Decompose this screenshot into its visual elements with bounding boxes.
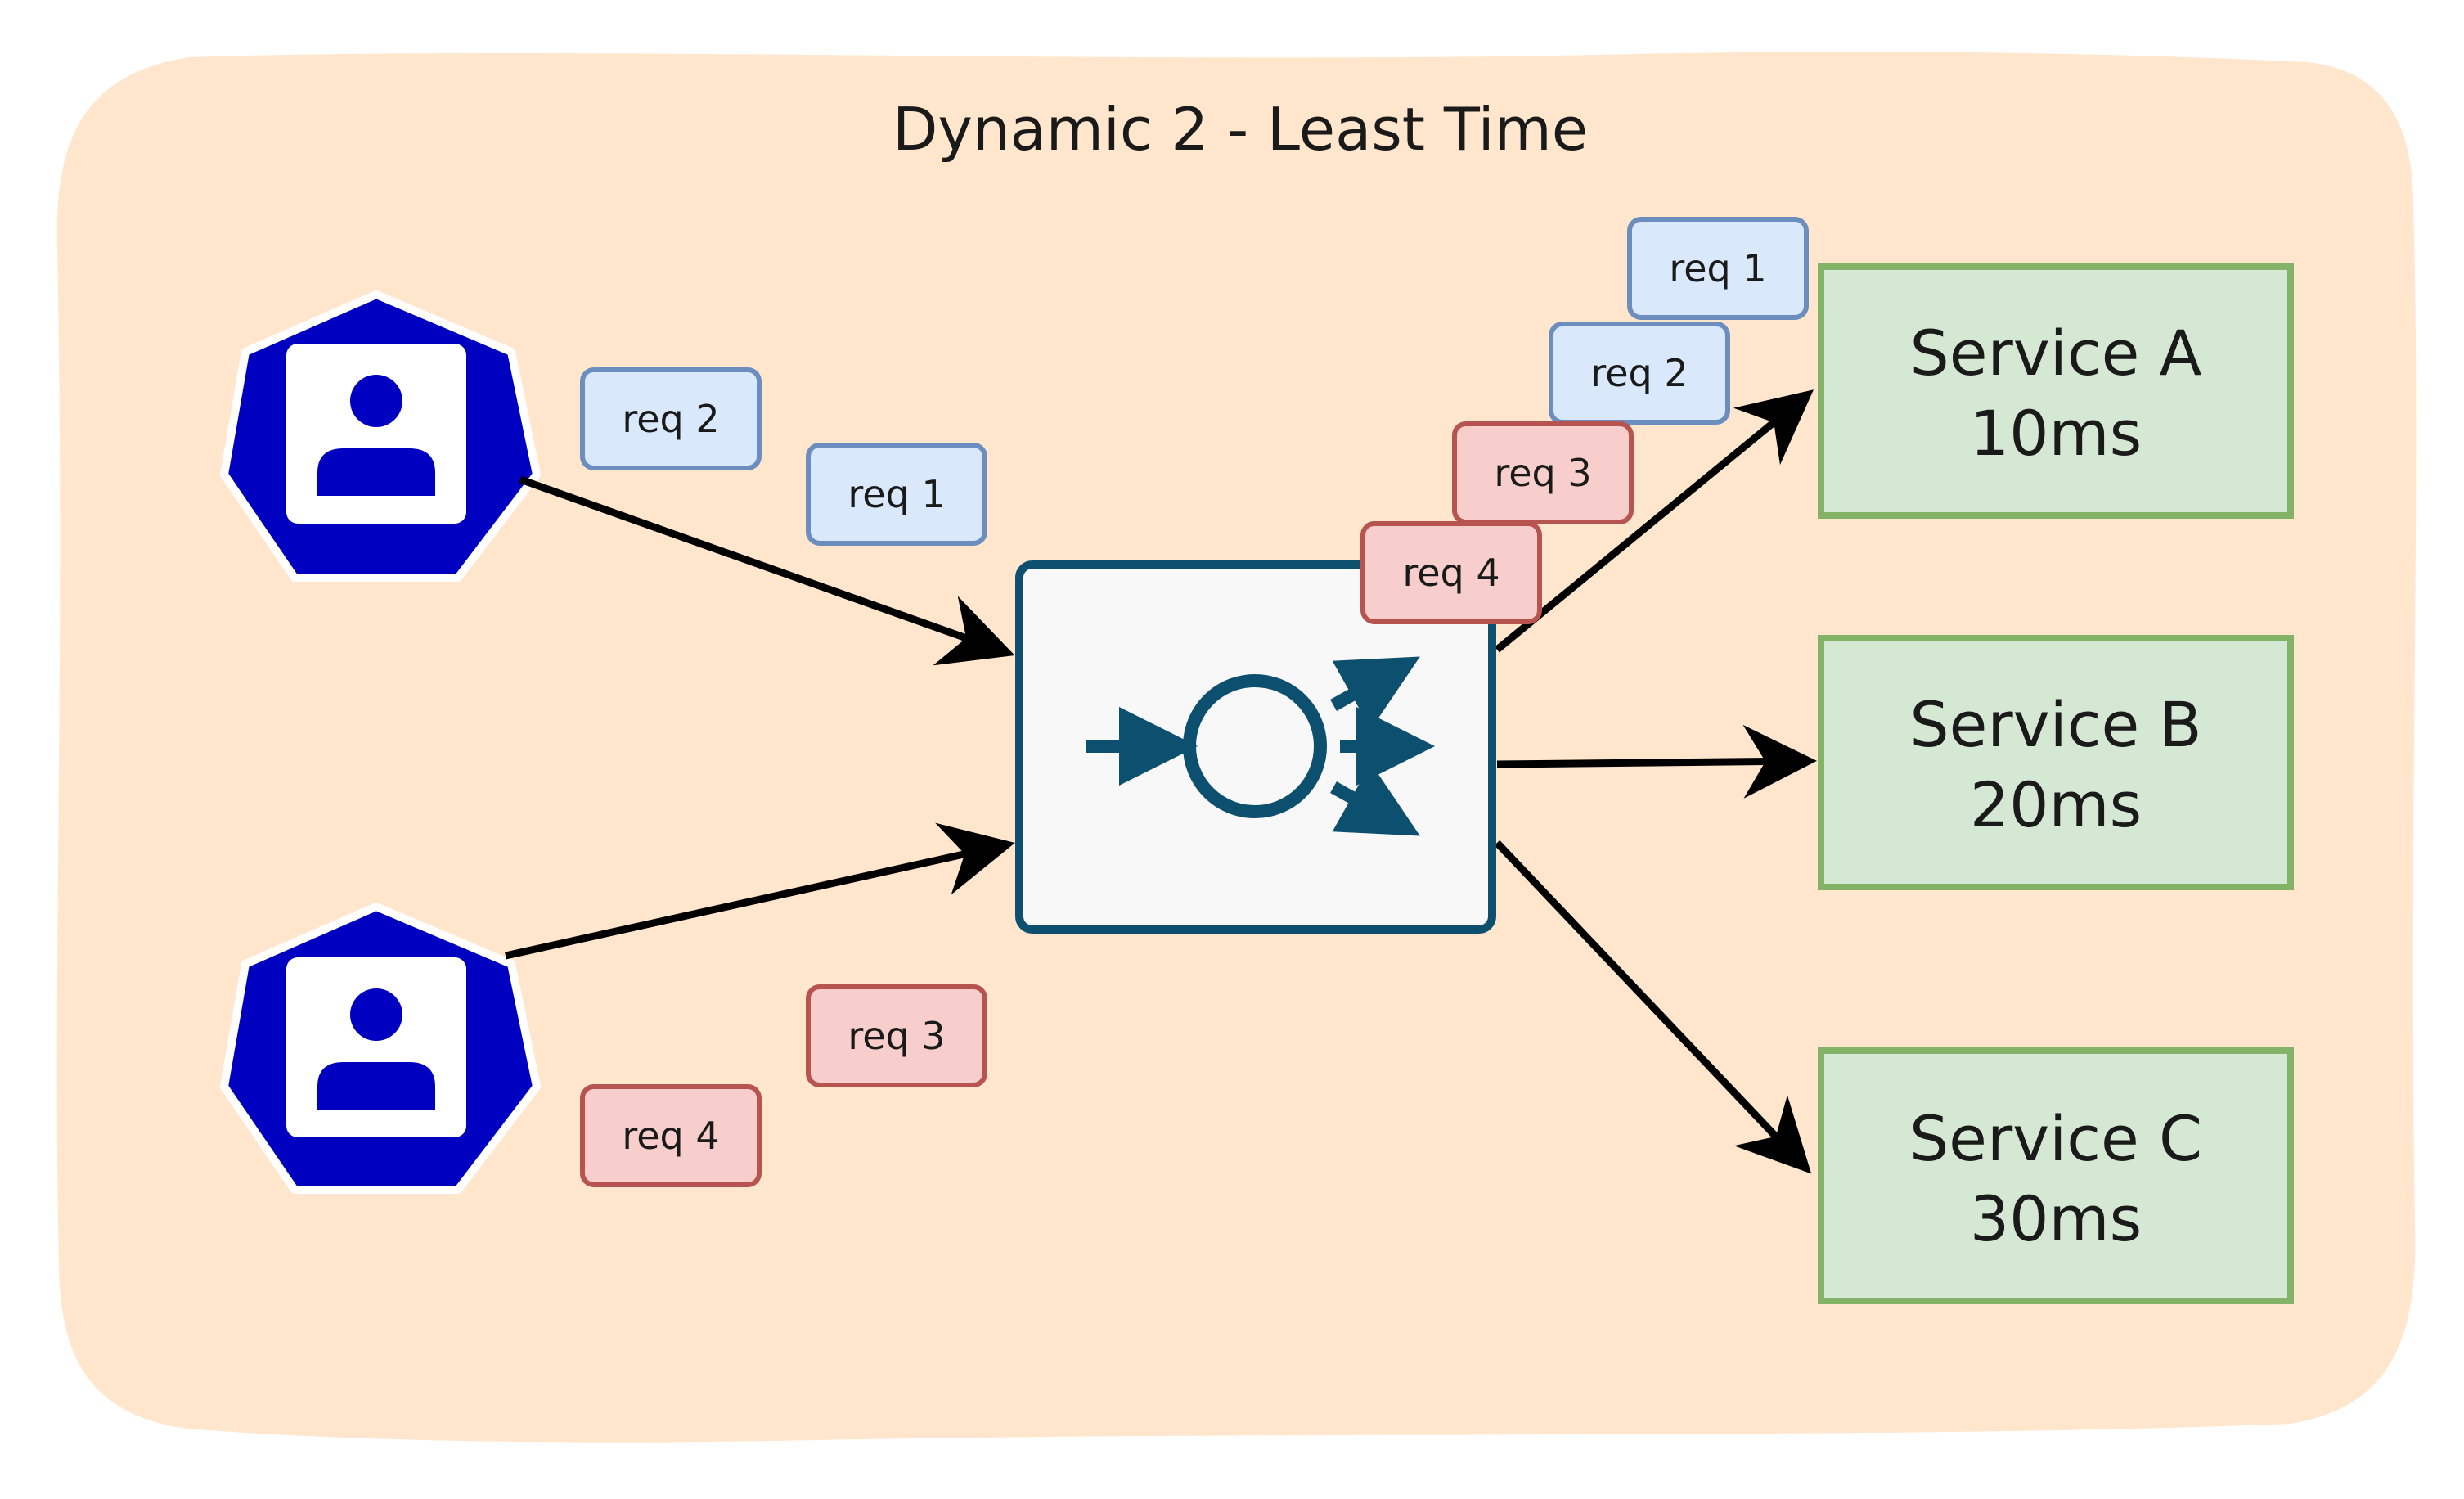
service-b: Service B 20ms: [1818, 635, 2294, 890]
arrow-user-top-to-balancer: [519, 475, 1015, 666]
req-box: req 2: [1549, 322, 1730, 425]
user-bottom: [220, 903, 541, 1194]
service-c: Service C 30ms: [1818, 1047, 2294, 1304]
diagram-title: Dynamic 2 - Least Time: [893, 95, 1588, 164]
service-a-name: Service A: [1909, 317, 2201, 389]
arrow-balancer-to-service-c: [1494, 840, 1812, 1174]
service-b-name: Service B: [1909, 688, 2201, 761]
req-box: req 4: [1360, 521, 1542, 624]
service-a: Service A 10ms: [1818, 263, 2294, 519]
req-box: req 1: [806, 443, 987, 546]
arrow-balancer-to-service-a: [1495, 389, 1814, 653]
service-a-latency: 10ms: [1970, 397, 2142, 470]
arrow-balancer-to-service-b: [1496, 724, 1817, 799]
arrow-user-bottom-to-balancer: [505, 822, 1015, 960]
req-label: req 4: [622, 1114, 719, 1158]
req-label: req 3: [1494, 451, 1591, 495]
service-c-name: Service C: [1909, 1102, 2202, 1175]
req-label: req 2: [622, 397, 719, 441]
req-label: req 4: [1402, 551, 1500, 595]
req-box: req 2: [580, 367, 762, 470]
req-box: req 1: [1627, 217, 1809, 320]
load-balancer-icon: [1086, 656, 1435, 836]
service-c-latency: 30ms: [1970, 1182, 2142, 1255]
req-box: req 4: [580, 1084, 762, 1187]
load-balancer: [1015, 560, 1496, 934]
req-label: req 2: [1590, 351, 1688, 395]
service-b-latency: 20ms: [1970, 768, 2142, 841]
req-label: req 1: [848, 472, 945, 516]
req-box: req 3: [806, 984, 987, 1087]
user-top: [220, 290, 541, 582]
req-label: req 3: [848, 1014, 945, 1058]
req-box: req 3: [1452, 421, 1634, 524]
req-label: req 1: [1669, 246, 1766, 290]
